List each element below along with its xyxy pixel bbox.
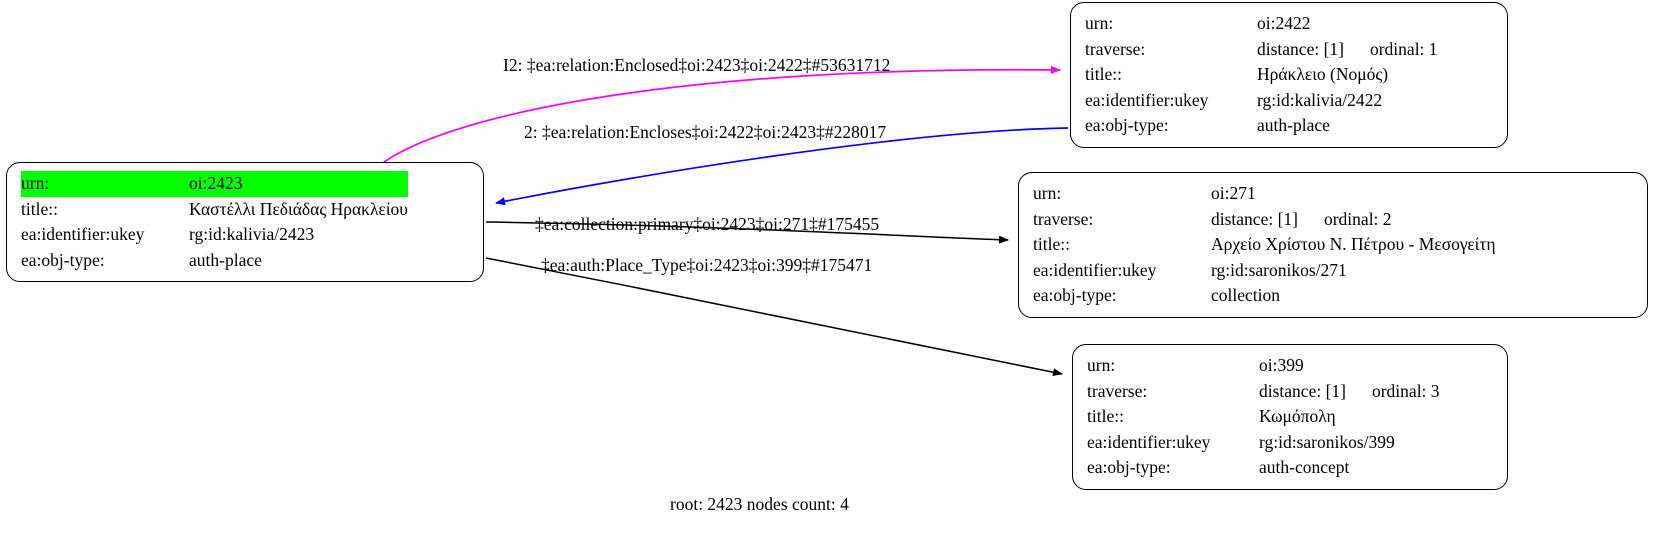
field-value-urn: oi:399 [1259, 355, 1304, 375]
graph-caption: root: 2423 nodes count: 4 [670, 494, 849, 514]
node-field-objtype: ea:obj-type: collection [1033, 283, 1496, 309]
edge-auth-place-type [485, 257, 1063, 377]
field-value-objtype: auth-concept [1259, 457, 1350, 478]
field-label-traverse: traverse: [1085, 38, 1146, 59]
field-label-title: title:: [1087, 406, 1124, 427]
field-label-title: title:: [1033, 234, 1070, 255]
field-value-urn: oi:2422 [1257, 13, 1311, 33]
field-label-ukey: ea:identifier:ukey [21, 224, 145, 245]
node-field-title: title:: Ηράκλειο (Νομός) [1085, 62, 1438, 88]
node-field-objtype: ea:obj-type: auth-place [1085, 113, 1438, 139]
edge-label-encloses: 2: ‡ea:relation:Encloses‡oi:2422‡oi:2423… [524, 122, 887, 142]
node-field-title: title:: Κωμόπολη [1087, 404, 1440, 430]
field-value-ukey: rg:id:kalivia/2423 [189, 224, 315, 245]
node-oi-271[interactable]: urn: oi:271 traverse: distance: [1] ordin… [1018, 172, 1648, 318]
field-value-title: Κωμόπολη [1259, 406, 1336, 427]
node-field-ukey: ea:identifier:ukey rg:id:kalivia/2422 [1085, 88, 1438, 114]
node-field-traverse: traverse: distance: [1] ordinal: 3 [1087, 379, 1440, 405]
field-label-urn: urn: [1033, 183, 1062, 203]
field-value-title: Καστέλλι Πεδιάδας Ηρακλείου [189, 198, 408, 219]
node-oi-399[interactable]: urn: oi:399 traverse: distance: [1] ordin… [1072, 344, 1508, 490]
field-label-urn: urn: [1087, 355, 1116, 375]
traverse-distance: distance: [1] [1211, 208, 1298, 229]
node-fields-table: urn: oi:2422 traverse: distance: [1] ordi… [1085, 11, 1438, 139]
node-fields-table: urn: oi:399 traverse: distance: [1] ordin… [1087, 353, 1440, 481]
node-oi-2423[interactable]: urn: oi:2423 title:: Καστέλλι Πεδιάδας Η… [6, 162, 484, 283]
node-field-urn: urn: oi:271 [1033, 181, 1496, 207]
field-value-objtype: auth-place [1257, 115, 1330, 136]
field-label-objtype: ea:obj-type: [1085, 115, 1169, 136]
edge-enclosed [383, 65, 1061, 163]
node-fields-table: urn: oi:2423 title:: Καστέλλι Πεδιάδας Η… [21, 171, 408, 273]
field-value-traverse: distance: [1] ordinal: 3 [1259, 379, 1440, 405]
node-field-urn: urn: oi:2423 [21, 171, 408, 197]
edge-label-collection-primary: ‡ea:collection:primary‡oi:2423‡oi:271‡#1… [535, 214, 880, 234]
node-field-objtype: ea:obj-type: auth-concept [1087, 455, 1440, 481]
field-label-traverse: traverse: [1033, 208, 1094, 229]
node-field-ukey: ea:identifier:ukey rg:id:kalivia/2423 [21, 222, 408, 248]
field-label-urn: urn: [1085, 13, 1114, 33]
field-label-objtype: ea:obj-type: [1087, 457, 1171, 478]
field-label-traverse: traverse: [1087, 380, 1148, 401]
traverse-distance: distance: [1] [1257, 38, 1344, 59]
node-field-urn: urn: oi:399 [1087, 353, 1440, 379]
node-field-urn: urn: oi:2422 [1085, 11, 1438, 37]
edge-label-enclosed: I2: ‡ea:relation:Enclosed‡oi:2423‡oi:242… [503, 55, 891, 75]
field-value-title: Ηράκλειο (Νομός) [1257, 64, 1389, 85]
traverse-ordinal: ordinal: 2 [1323, 208, 1392, 229]
field-label-ukey: ea:identifier:ukey [1085, 89, 1209, 110]
field-value-title: Αρχείο Χρίστου Ν. Πέτρου - Μεσογείτη [1211, 234, 1496, 255]
field-value-urn: oi:2423 [189, 171, 408, 197]
field-label-objtype: ea:obj-type: [21, 249, 105, 270]
field-label-ukey: ea:identifier:ukey [1033, 259, 1157, 280]
field-label-ukey: ea:identifier:ukey [1087, 431, 1211, 452]
node-fields-table: urn: oi:271 traverse: distance: [1] ordin… [1033, 181, 1496, 309]
node-field-ukey: ea:identifier:ukey rg:id:saronikos/399 [1087, 430, 1440, 456]
field-value-urn: oi:271 [1211, 183, 1256, 203]
field-value-ukey: rg:id:saronikos/271 [1211, 259, 1347, 280]
field-label-urn: urn: [21, 171, 189, 197]
field-value-ukey: rg:id:kalivia/2422 [1257, 89, 1383, 110]
field-label-objtype: ea:obj-type: [1033, 285, 1117, 306]
field-value-objtype: collection [1211, 285, 1281, 306]
edge-label-auth-place-type: ‡ea:auth:Place_Type‡oi:2423‡oi:399‡#1754… [541, 255, 873, 275]
node-field-ukey: ea:identifier:ukey rg:id:saronikos/271 [1033, 258, 1496, 284]
field-value-traverse: distance: [1] ordinal: 2 [1211, 207, 1496, 233]
node-field-title: title:: Αρχείο Χρίστου Ν. Πέτρου - Μεσογ… [1033, 232, 1496, 258]
node-field-title: title:: Καστέλλι Πεδιάδας Ηρακλείου [21, 197, 408, 223]
traverse-distance: distance: [1] [1259, 380, 1346, 401]
traverse-ordinal: ordinal: 3 [1371, 380, 1440, 401]
field-value-ukey: rg:id:saronikos/399 [1259, 431, 1395, 452]
node-field-traverse: traverse: distance: [1] ordinal: 2 [1033, 207, 1496, 233]
field-label-title: title:: [1085, 64, 1122, 85]
field-label-title: title:: [21, 198, 58, 219]
traverse-ordinal: ordinal: 1 [1369, 38, 1438, 59]
node-field-objtype: ea:obj-type: auth-place [21, 248, 408, 274]
field-value-objtype: auth-place [189, 249, 262, 270]
node-oi-2422[interactable]: urn: oi:2422 traverse: distance: [1] ordi… [1070, 2, 1508, 148]
field-value-traverse: distance: [1] ordinal: 1 [1257, 37, 1438, 63]
node-field-traverse: traverse: distance: [1] ordinal: 1 [1085, 37, 1438, 63]
